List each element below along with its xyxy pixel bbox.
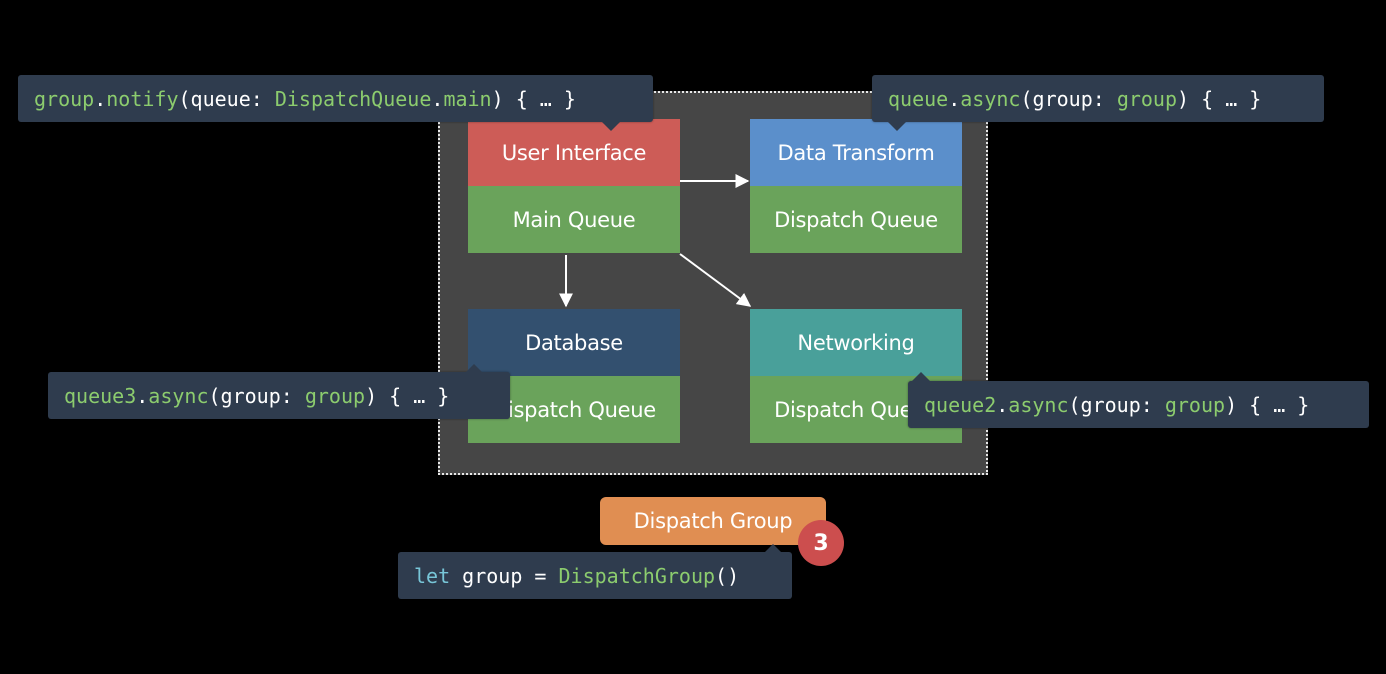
code-token: . [948,86,961,111]
code-token: group [34,86,95,111]
code-token: (queue: [178,86,275,111]
node-foot-label: Dispatch Queue [750,186,962,253]
code-token: ) { … } [1177,86,1262,111]
code-token: queue3 [64,383,137,408]
node-head-label: User Interface [468,119,680,186]
code-token: () [715,563,740,588]
code-token: (group: [1020,86,1117,111]
code-token: (group: [208,383,305,408]
code-token: . [996,392,1009,417]
code-token: main [443,86,492,111]
callout-pointer [888,122,906,131]
callout-pointer [912,372,930,381]
node-user-interface: User Interface Main Queue [468,119,680,253]
code-token: DispatchQueue [274,86,432,111]
code-token: . [431,86,444,111]
code-group-notify: group.notify(queue: DispatchQueue.main) … [18,75,653,122]
code-token: async [960,86,1021,111]
code-token: . [136,383,149,408]
code-token: group [1164,392,1226,417]
node-networking: Networking Dispatch Queue [750,309,962,443]
node-data-transform: Data Transform Dispatch Queue [750,119,962,253]
code-queue3-async: queue3.async(group: group) { … } [48,372,510,419]
code-token: . [94,86,107,111]
code-token: ) { … } [491,86,576,111]
code-token: async [148,383,209,408]
code-token: ) { … } [365,383,450,408]
code-token: async [1008,392,1069,417]
step-badge: 3 [798,520,844,566]
code-token: ) { … } [1225,392,1310,417]
code-queue-async: queue.async(group: group) { … } [872,75,1324,122]
code-token: DispatchGroup [558,563,716,588]
code-token: (group: [1068,392,1165,417]
node-head-label: Data Transform [750,119,962,186]
code-token: let [414,563,451,588]
code-token: notify [106,86,179,111]
code-let-group: let group = DispatchGroup() [398,552,792,599]
code-token: group = [450,563,559,588]
code-token: group [304,383,366,408]
callout-pointer [764,544,782,553]
code-queue2-async: queue2.async(group: group) { … } [908,381,1369,428]
node-head-label: Database [468,309,680,376]
dispatch-group-label: Dispatch Group [600,497,826,545]
node-foot-label: Main Queue [468,186,680,253]
node-head-label: Networking [750,309,962,376]
code-token: queue [888,86,949,111]
code-token: queue2 [924,392,997,417]
arrow-ui-to-networking [679,253,752,307]
callout-pointer [602,122,620,131]
callout-pointer [465,364,483,373]
code-token: group [1116,86,1178,111]
